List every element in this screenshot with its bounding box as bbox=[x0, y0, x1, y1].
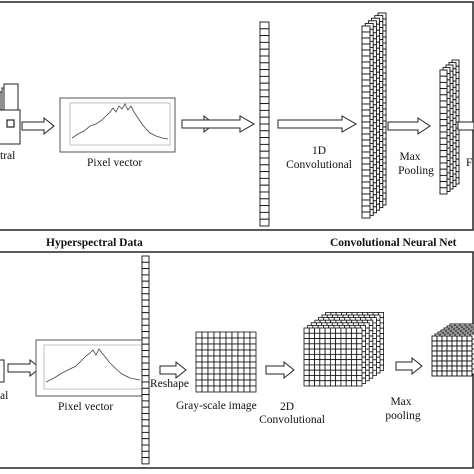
pixel-vector-column-bottom bbox=[141, 255, 150, 465]
conv1d-label-line1: 1D bbox=[311, 145, 327, 157]
maxpool1d-label-line2: Pooling bbox=[398, 165, 434, 177]
arrow-reshape bbox=[159, 360, 187, 380]
maxpool2d-label-line1: Max bbox=[390, 396, 412, 408]
reshape-label: Reshape bbox=[150, 378, 189, 390]
conv2d-label-line1: 2D bbox=[279, 401, 295, 413]
spectrum-plot-bottom bbox=[35, 339, 147, 397]
section-label-cnn: Convolutional Neural Net bbox=[330, 237, 457, 249]
hyperspectral-cube-top bbox=[0, 83, 21, 145]
conv1d-label-line2: Convolutional bbox=[286, 159, 352, 171]
arrow-top-1 bbox=[21, 117, 55, 135]
maxpool2d-label-line2: pooling bbox=[385, 410, 421, 422]
pixel-vector-column-top bbox=[259, 21, 270, 227]
hyperspectral-cube-bottom bbox=[0, 359, 5, 383]
conv2d-feature-maps bbox=[303, 311, 384, 387]
max-pooling-feature-maps bbox=[439, 59, 460, 195]
arrow-bottom-pool bbox=[395, 356, 423, 376]
arrow-top-3 bbox=[277, 115, 358, 133]
bottom-left-cut-label: al bbox=[0, 390, 9, 402]
conv1d-feature-maps bbox=[361, 12, 387, 219]
max-pooling-2d-feature-maps bbox=[431, 323, 474, 377]
section-label-hyperspectral: Hyperspectral Data bbox=[46, 237, 143, 249]
arrow-top-4 bbox=[387, 117, 431, 135]
arrow-top-5 bbox=[457, 121, 474, 131]
bottom-pixel-vector-label: Pixel vector bbox=[58, 401, 114, 413]
arrow-top-2-extended bbox=[181, 115, 256, 133]
top-left-cut-label: tral bbox=[0, 150, 16, 162]
top-right-cut-label: F bbox=[466, 157, 473, 169]
spectrum-plot-top bbox=[59, 97, 176, 153]
top-panel-frame bbox=[0, 1, 474, 231]
arrow-bottom-conv bbox=[265, 360, 295, 380]
arrow-bottom-1 bbox=[7, 359, 41, 377]
conv2d-label-line2: Convolutional bbox=[259, 414, 325, 426]
gray-scale-image-label: Gray-scale image bbox=[176, 400, 257, 412]
gray-scale-image-grid bbox=[195, 331, 257, 393]
maxpool1d-label-line1: Max bbox=[399, 151, 421, 163]
top-pixel-vector-label: Pixel vector bbox=[87, 157, 143, 169]
